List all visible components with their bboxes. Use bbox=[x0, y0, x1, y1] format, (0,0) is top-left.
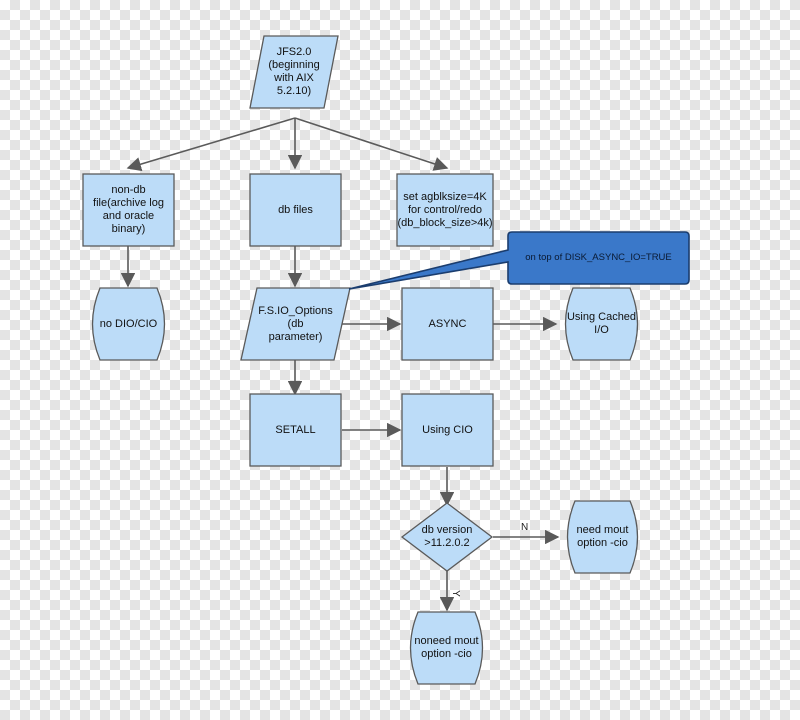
node-non-db: non-db file(archive log and oracle binar… bbox=[93, 184, 164, 235]
node-setagblk-shape bbox=[396, 173, 494, 247]
node-db-version: db version >11.2.0.2 bbox=[421, 524, 473, 549]
node-no-dio-cio: no DIO/CIO bbox=[99, 317, 158, 330]
node-using-cached-io: Using Cached I/O bbox=[566, 311, 637, 336]
node-needmout-shape bbox=[566, 500, 639, 574]
callout-bubble bbox=[348, 231, 690, 290]
node-noneedmout-shape bbox=[409, 611, 484, 685]
node-db-files: db files bbox=[278, 203, 313, 216]
node-dbversion-shape bbox=[400, 502, 494, 572]
node-set-agblksize: set agblksize=4K for control/redo (db_bl… bbox=[397, 190, 493, 229]
node-async: ASYNC bbox=[428, 317, 467, 330]
node-using-cio: Using CIO bbox=[422, 423, 473, 436]
edge-label-yes: Y bbox=[449, 590, 461, 597]
node-need-mout: need mout option -cio bbox=[576, 524, 629, 549]
node-jfs-shape bbox=[249, 35, 339, 109]
edges bbox=[120, 117, 560, 612]
node-noneed-mout: noneed mout option -cio bbox=[414, 635, 479, 660]
node-setall: SETALL bbox=[275, 423, 316, 436]
node-cio-shape bbox=[401, 393, 494, 467]
edge-jfs-to-setagblk bbox=[294, 117, 449, 171]
node-fs-io-options: F.S.IO_Options (db parameter) bbox=[258, 304, 333, 343]
edge-label-no: N bbox=[521, 522, 529, 533]
callout-text: on top of DISK_ASYNC_IO=TRUE bbox=[525, 252, 672, 263]
node-dbfiles-shape bbox=[249, 173, 342, 247]
node-async-shape bbox=[401, 287, 494, 361]
edge-jfs-to-nondb bbox=[126, 117, 296, 172]
node-setall-shape bbox=[249, 393, 342, 467]
node-jfs: JFS2.0 (beginning with AIX 5.2.10) bbox=[268, 46, 320, 97]
node-fsio-shape bbox=[240, 287, 351, 361]
node-nodio-shape bbox=[91, 287, 166, 361]
node-cached-shape bbox=[564, 287, 639, 361]
node-nondb-shape bbox=[82, 173, 175, 247]
callout-shape bbox=[348, 231, 690, 290]
